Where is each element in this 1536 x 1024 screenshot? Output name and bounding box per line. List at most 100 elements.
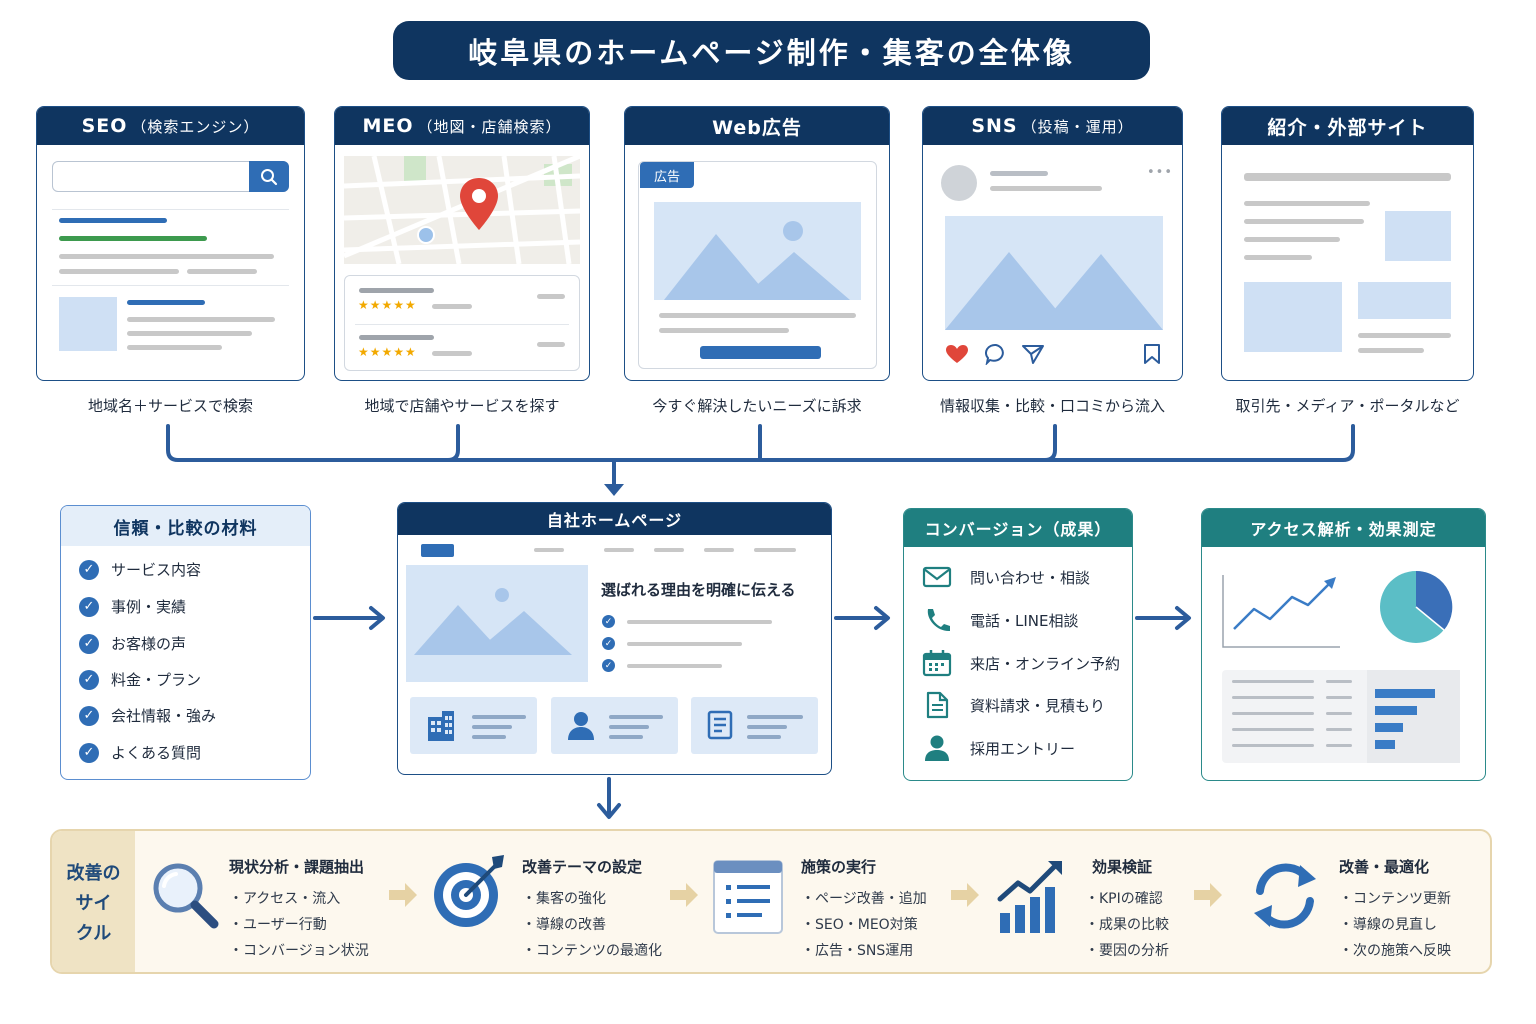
step-item: ・集客の強化 <box>522 891 606 907</box>
check-icon: ✓ <box>79 633 99 654</box>
trust-materials-box: 信頼・比較の材料 ✓サービス内容 ✓事例・実績 ✓お客様の声 ✓料金・プラン ✓… <box>60 505 311 780</box>
mail-icon <box>922 566 952 588</box>
document-icon <box>707 710 733 740</box>
conversion-item: 電話・LINE相談 <box>922 607 1078 633</box>
improvement-cycle: 改善の サイ クル 現状分析・課題抽出 ・アクセス・流入 ・ユーザー行動 ・コン… <box>50 829 1492 974</box>
step-title: 改善・最適化 <box>1339 858 1430 876</box>
check-icon: ✓ <box>79 669 99 690</box>
map-pin-icon <box>460 178 498 230</box>
ad-cta-button <box>700 346 821 359</box>
check-icon: ✓ <box>79 742 99 763</box>
image-placeholder-icon <box>654 202 861 300</box>
web-ad-card-header: Web広告 <box>625 107 889 145</box>
check-icon: ✓ <box>602 637 615 650</box>
conversion-title: コンバージョン（成果） <box>904 509 1132 547</box>
heart-icon <box>946 345 968 363</box>
hero-image-icon <box>406 565 588 682</box>
step-item: ・導線の見直し <box>1339 917 1437 933</box>
step-item: ・SEO・MEO対策 <box>801 917 918 933</box>
step-title: 効果検証 <box>1092 858 1153 876</box>
web-ad-caption: 今すぐ解決したいニーズに訴求 <box>652 397 862 415</box>
star-rating-icon: ★★★★★ <box>358 298 417 312</box>
homepage-title: 自社ホームページ <box>398 503 831 535</box>
arrow-right-icon <box>834 606 890 630</box>
pie-chart-icon <box>1380 570 1453 643</box>
sns-card-title: SNS <box>971 115 1018 137</box>
seo-card-subtitle: （検索エンジン） <box>131 117 260 136</box>
web-ad-card: Web広告 広告 <box>624 106 890 381</box>
sns-caption: 情報収集・比較・口コミから流入 <box>939 397 1165 415</box>
profile-tile <box>551 697 678 754</box>
meo-card: MEO （地図・店舗検索） ★★★★★ ★★★★★ <box>334 106 590 381</box>
target-icon <box>434 855 504 927</box>
list-window-icon <box>713 860 783 934</box>
check-icon: ✓ <box>79 705 99 726</box>
arrow-down-icon <box>597 777 621 819</box>
material-item: ✓サービス内容 <box>79 559 201 580</box>
arrow-right-icon <box>313 606 385 630</box>
image-placeholder-icon <box>945 216 1163 330</box>
referral-card-header: 紹介・外部サイト <box>1222 107 1473 145</box>
material-item: ✓会社情報・強み <box>79 705 216 726</box>
person-icon <box>568 712 594 740</box>
sns-card: SNS （投稿・運用） ••• <box>922 106 1183 381</box>
building-icon <box>428 711 454 741</box>
referral-caption: 取引先・メディア・ポータルなど <box>1235 397 1460 415</box>
sns-card-subtitle: （投稿・運用） <box>1021 117 1134 136</box>
ad-badge: 広告 <box>640 162 694 188</box>
person-icon <box>925 735 949 761</box>
magnifier-icon <box>153 863 219 929</box>
step-title: 改善テーマの設定 <box>522 858 643 876</box>
refresh-icon <box>1254 863 1316 929</box>
bar-chart-icon <box>1367 670 1460 763</box>
seo-card-header: SEO （検索エンジン） <box>37 107 304 145</box>
site-logo <box>421 544 454 557</box>
company-tile <box>410 697 537 754</box>
check-icon: ✓ <box>79 596 99 617</box>
step-item: ・コンテンツの最適化 <box>522 943 662 959</box>
meo-card-title: MEO <box>362 115 414 137</box>
report-table <box>1222 670 1460 763</box>
step-item: ・コンバージョン状況 <box>229 943 369 959</box>
step-title: 施策の実行 <box>801 858 877 876</box>
calendar-icon <box>922 650 952 677</box>
step-title: 現状分析・課題抽出 <box>229 858 365 876</box>
step-item: ・ユーザー行動 <box>229 917 327 933</box>
hero-headline: 選ばれる理由を明確に伝える <box>601 581 796 599</box>
thumbnail <box>59 297 117 351</box>
material-item: ✓よくある質問 <box>79 742 201 763</box>
material-item: ✓料金・プラン <box>79 669 201 690</box>
share-icon <box>1022 345 1044 364</box>
chevron-right-icon <box>1194 883 1222 907</box>
step-item: ・コンテンツ更新 <box>1339 891 1451 907</box>
step-item: ・要因の分析 <box>1085 943 1169 959</box>
conversion-item: 問い合わせ・相談 <box>922 566 1090 588</box>
analytics-box: アクセス解析・効果測定 <box>1201 508 1486 781</box>
material-item: ✓お客様の声 <box>79 633 186 654</box>
step-item: ・成果の比較 <box>1085 917 1169 933</box>
reviews-list: ★★★★★ ★★★★★ <box>344 275 580 371</box>
referral-card-title: 紹介・外部サイト <box>1267 116 1428 139</box>
check-icon: ✓ <box>602 659 615 672</box>
conversion-box: コンバージョン（成果） 問い合わせ・相談 電話・LINE相談 来店・オンライン予… <box>903 508 1133 781</box>
conversion-item: 資料請求・見積もり <box>922 691 1105 719</box>
seo-search-mock <box>37 145 304 380</box>
chevron-right-icon <box>951 883 979 907</box>
sns-card-header: SNS （投稿・運用） <box>923 107 1182 145</box>
check-icon: ✓ <box>602 615 615 628</box>
seo-caption: 地域名＋サービスで検索 <box>87 397 253 415</box>
image-placeholder <box>1358 282 1451 319</box>
step-item: ・アクセス・流入 <box>229 891 341 907</box>
chevron-right-icon <box>389 883 417 907</box>
analytics-title: アクセス解析・効果測定 <box>1202 509 1485 547</box>
growth-chart-icon <box>997 861 1062 933</box>
image-placeholder <box>1244 282 1342 352</box>
seo-card: SEO （検索エンジン） <box>36 106 305 381</box>
page-title: 岐阜県のホームページ制作・集客の全体像 <box>393 21 1150 80</box>
seo-card-title: SEO <box>81 115 128 137</box>
line-chart-icon <box>1222 575 1340 648</box>
trust-materials-title: 信頼・比較の材料 <box>61 506 310 546</box>
document-tile <box>691 697 818 754</box>
own-homepage-box: 自社ホームページ 選ばれる理由を明確に伝える ✓ ✓ ✓ <box>397 502 832 775</box>
cycle-label: 改善の サイ クル <box>52 831 135 972</box>
